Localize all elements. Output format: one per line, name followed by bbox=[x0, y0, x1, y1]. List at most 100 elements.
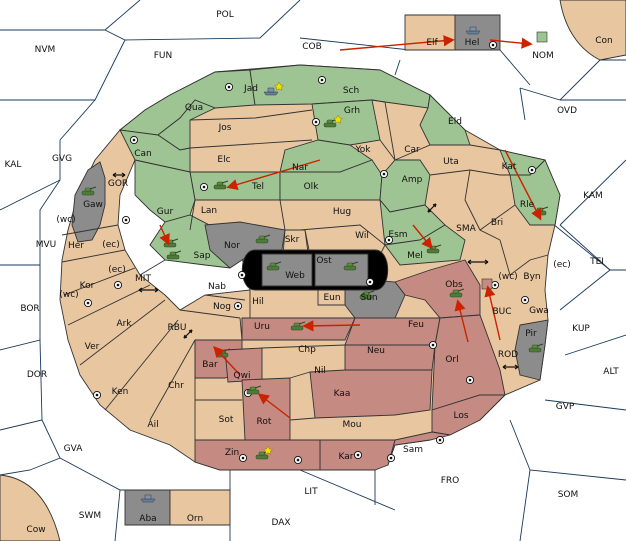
sea-label-mvu[interactable]: MVU bbox=[36, 240, 57, 250]
coast-ec-label-1[interactable]: (ec) bbox=[108, 265, 126, 275]
sea-label-dax[interactable]: DAX bbox=[271, 518, 290, 528]
territory-label-hug[interactable]: Hug bbox=[333, 207, 351, 217]
territory-label-gwa[interactable]: Gwa bbox=[529, 306, 549, 316]
territory-label-her[interactable]: Her bbox=[68, 241, 84, 251]
territory-label-los[interactable]: Los bbox=[453, 411, 468, 421]
territory-label-orl[interactable]: Orl bbox=[445, 355, 458, 365]
sea-label-alt[interactable]: ALT bbox=[603, 367, 619, 377]
territory-label-esm[interactable]: Esm bbox=[388, 230, 407, 240]
coast-wc-label-0[interactable]: (wc) bbox=[56, 215, 75, 225]
sea-label-gvp[interactable]: GVP bbox=[556, 402, 575, 412]
territory-label-orn[interactable]: Orn bbox=[187, 514, 203, 524]
territory-label-ost[interactable]: Ost bbox=[316, 256, 332, 266]
territory-label-zin[interactable]: Zin bbox=[225, 448, 239, 458]
territory-label-rle[interactable]: Rle bbox=[520, 200, 535, 210]
territory-label-kaa[interactable]: Kaa bbox=[334, 389, 351, 399]
sea-label-som[interactable]: SOM bbox=[558, 490, 579, 500]
territory-label-sam[interactable]: Sam bbox=[403, 445, 423, 455]
sea-label-dor[interactable]: DOR bbox=[27, 370, 47, 380]
territory-label-uru[interactable]: Uru bbox=[254, 322, 270, 332]
sea-label-gvg[interactable]: GVG bbox=[52, 154, 72, 164]
territory-label-tel[interactable]: Tel bbox=[251, 182, 264, 192]
sea-label-kal[interactable]: KAL bbox=[5, 160, 22, 170]
territory-label-sot[interactable]: Sot bbox=[219, 415, 234, 425]
sea-label-sma[interactable]: SMA bbox=[456, 224, 476, 234]
territory-label-nar[interactable]: Nar bbox=[292, 163, 308, 173]
sea-label-tei[interactable]: TEI bbox=[589, 257, 604, 267]
territory-label-sap[interactable]: Sap bbox=[194, 251, 211, 261]
sea-label-gva[interactable]: GVA bbox=[64, 444, 84, 454]
territory-label-lan[interactable]: Lan bbox=[201, 206, 217, 216]
territory-label-bar[interactable]: Bar bbox=[202, 360, 218, 370]
territory-label-aba[interactable]: Aba bbox=[139, 514, 156, 524]
territory-label-grh[interactable]: Grh bbox=[344, 106, 360, 116]
territory-label-ken[interactable]: Ken bbox=[112, 387, 129, 397]
coast-ec-label-2[interactable]: (ec) bbox=[553, 260, 571, 270]
territory-label-bri[interactable]: Bri bbox=[491, 218, 503, 228]
sea-label-nvm[interactable]: NVM bbox=[35, 45, 56, 55]
sea-label-cob[interactable]: COB bbox=[302, 42, 322, 52]
territory-label-hil[interactable]: Hil bbox=[252, 297, 264, 307]
territory-label-skr[interactable]: Skr bbox=[285, 235, 300, 245]
coast-ec-label-0[interactable]: (ec) bbox=[102, 240, 120, 250]
territory-label-eun[interactable]: Eun bbox=[323, 293, 340, 303]
territory-label-elc[interactable]: Elc bbox=[217, 155, 230, 165]
sea-label-ovd[interactable]: OVD bbox=[557, 106, 577, 116]
territory-label-mel[interactable]: Mel bbox=[407, 251, 423, 261]
territory-label-wil[interactable]: Wil bbox=[355, 231, 369, 241]
territory-label-feu[interactable]: Feu bbox=[408, 320, 424, 330]
sea-label-cow[interactable]: Cow bbox=[26, 525, 45, 535]
sea-label-gor[interactable]: GOR bbox=[108, 179, 128, 189]
territory-label-hel[interactable]: Hel bbox=[465, 38, 480, 48]
sea-label-nom[interactable]: NOM bbox=[532, 51, 554, 61]
territory-label-car[interactable]: Car bbox=[404, 145, 420, 155]
sea-label-swm[interactable]: SWM bbox=[79, 511, 101, 521]
territory-label-gaw[interactable]: Gaw bbox=[83, 200, 103, 210]
sea-label-pol[interactable]: POL bbox=[216, 10, 234, 20]
territory-label-byn[interactable]: Byn bbox=[523, 272, 540, 282]
territory-label-nab[interactable]: Nab bbox=[208, 282, 226, 292]
sea-label-bor[interactable]: BOR bbox=[20, 304, 39, 314]
territory-label-ver[interactable]: Ver bbox=[85, 342, 100, 352]
territory-label-kor[interactable]: Kor bbox=[80, 281, 95, 291]
sea-label-fun[interactable]: FUN bbox=[154, 51, 173, 61]
territory-label-olk[interactable]: Olk bbox=[304, 182, 320, 192]
territory-label-can[interactable]: Can bbox=[134, 149, 152, 159]
territory-label-amp[interactable]: Amp bbox=[402, 175, 423, 185]
territory-label-nor[interactable]: Nor bbox=[224, 241, 240, 251]
sea-label-rod[interactable]: ROD bbox=[498, 350, 518, 360]
sea-label-buc[interactable]: BUC bbox=[492, 307, 511, 317]
territory-label-mou[interactable]: Mou bbox=[343, 420, 362, 430]
territory-label-ark[interactable]: Ark bbox=[116, 319, 132, 329]
territory-label-ail[interactable]: Ail bbox=[147, 420, 158, 430]
coast-wc-label-2[interactable]: (wc) bbox=[498, 272, 517, 282]
territory-label-obs[interactable]: Obs bbox=[445, 280, 463, 290]
sea-label-lit[interactable]: LIT bbox=[304, 487, 318, 497]
territory-label-nog[interactable]: Nog bbox=[213, 302, 231, 312]
territory-label-kar[interactable]: Kar bbox=[339, 452, 354, 462]
sea-label-con[interactable]: Con bbox=[595, 36, 613, 46]
territory-label-chr[interactable]: Chr bbox=[168, 381, 184, 391]
territory-label-nil[interactable]: Nil bbox=[314, 366, 326, 376]
sea-label-mit[interactable]: MIT bbox=[135, 274, 151, 284]
territory-label-chp[interactable]: Chp bbox=[298, 345, 316, 355]
territory-label-eld[interactable]: Eld bbox=[448, 117, 462, 127]
territory-label-rot[interactable]: Rot bbox=[257, 417, 272, 427]
coast-wc-label-1[interactable]: (wc) bbox=[59, 290, 78, 300]
territory-label-pir[interactable]: Pir bbox=[525, 329, 537, 339]
territory-label-sch[interactable]: Sch bbox=[343, 86, 359, 96]
sea-label-kam[interactable]: KAM bbox=[583, 191, 603, 201]
sea-label-kup[interactable]: KUP bbox=[572, 324, 590, 334]
territory-label-yok[interactable]: Yok bbox=[354, 145, 371, 155]
sea-label-fro[interactable]: FRO bbox=[441, 476, 460, 486]
territory-label-qua[interactable]: Qua bbox=[185, 103, 203, 113]
sea-label-rbu[interactable]: RBU bbox=[167, 323, 186, 333]
territory-label-sun[interactable]: Sun bbox=[360, 293, 377, 303]
territory-label-kat[interactable]: Kat bbox=[502, 162, 517, 172]
territory-label-uta[interactable]: Uta bbox=[443, 157, 459, 167]
territory-label-qwi[interactable]: Qwi bbox=[234, 371, 251, 381]
territory-label-jad[interactable]: Jad bbox=[243, 84, 258, 94]
territory-label-elf[interactable]: Elf bbox=[426, 38, 438, 48]
territory-label-web[interactable]: Web bbox=[285, 271, 305, 281]
territory-label-gur[interactable]: Gur bbox=[157, 207, 174, 217]
